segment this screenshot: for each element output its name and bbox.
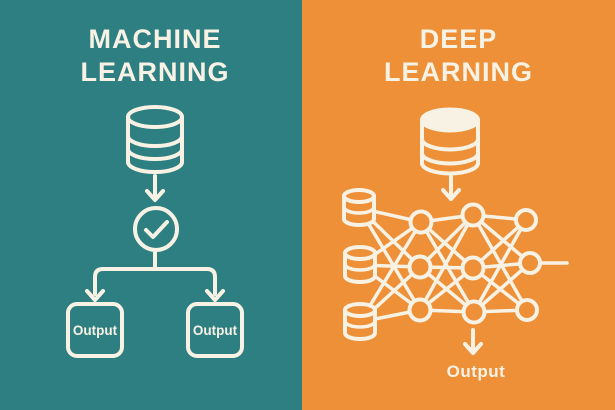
network-node [407,254,433,280]
database-icon [126,105,184,174]
output-box-right-label: Output [193,323,238,338]
output-box-left: Output [66,302,124,358]
network-node [518,251,542,275]
arrow-down-icon [441,174,461,201]
network-node [514,208,538,232]
machine-learning-panel: MACHINE LEARNING [0,0,302,410]
input-database-icon [343,245,377,284]
output-box-left-label: Output [73,323,118,338]
arrow-down-icon [463,328,483,355]
database-icon [420,107,480,176]
arrow-down-icon [145,174,165,202]
deep-learning-panel: DEEP LEARNING [302,0,615,410]
title-line-2: LEARNING [80,57,230,87]
network-connections [357,206,532,324]
output-label: Output [447,362,506,381]
network-node [460,255,486,281]
title-line-2: LEARNING [384,57,533,87]
network-node [408,209,434,235]
branch-arrows-icon [85,248,225,302]
input-database-icon [343,302,377,341]
output-box-right: Output [186,302,244,358]
network-node [407,297,433,323]
network-node [460,202,486,228]
input-database-icon [342,188,376,227]
deep-learning-title: DEEP LEARNING [302,23,615,89]
network-node [515,298,539,322]
title-line-1: MACHINE [88,24,222,54]
neural-network-icon [342,188,569,341]
check-circle-icon [133,206,179,252]
deep-learning-diagram: Output [342,107,569,381]
network-node [461,299,487,325]
title-line-1: DEEP [419,24,498,54]
machine-learning-title: MACHINE LEARNING [4,23,302,89]
machine-learning-diagram: Output Output [66,105,244,358]
